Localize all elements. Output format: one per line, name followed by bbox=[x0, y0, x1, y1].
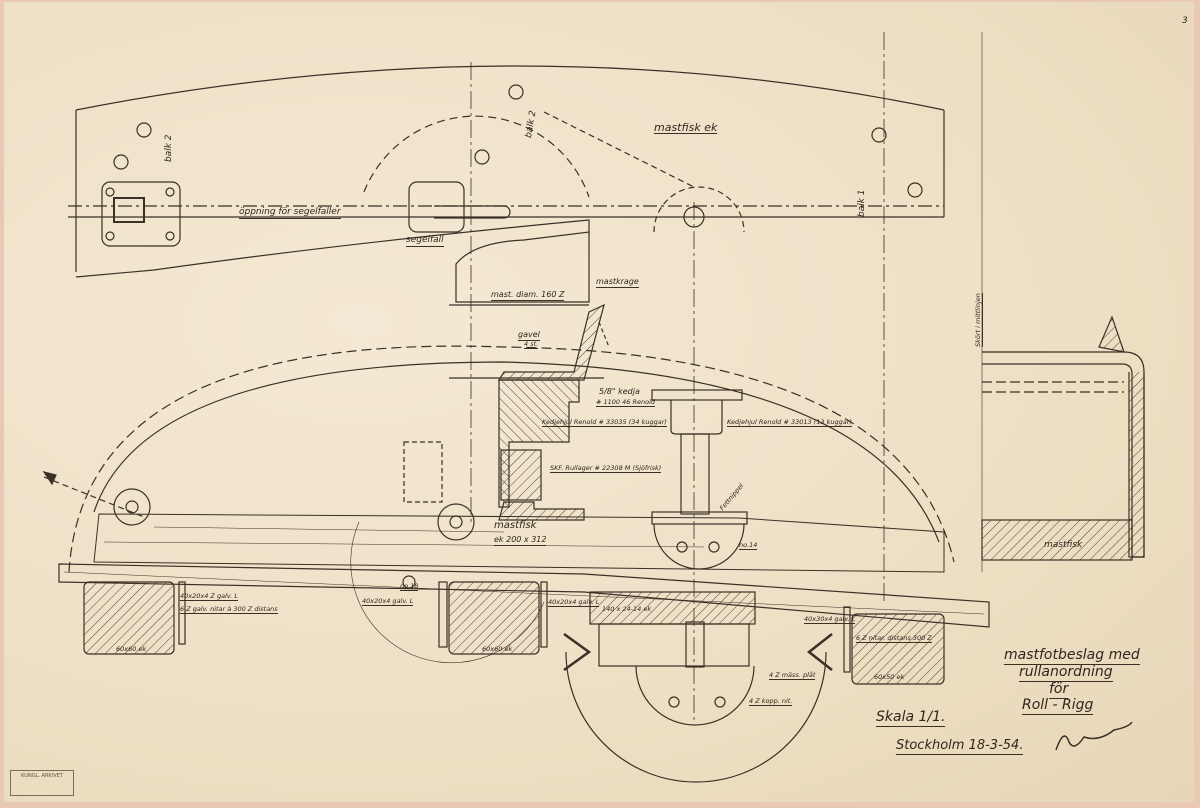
label-beam-right: 60x50 ek bbox=[874, 673, 905, 681]
archive-stamp: KUNGL. ARKIVET bbox=[10, 770, 74, 796]
label-mastfisk-side: mastfisk bbox=[1044, 540, 1083, 550]
label-plank: 140 x 24-14 ek bbox=[602, 605, 652, 613]
stamp-text: KUNGL. ARKIVET bbox=[21, 773, 63, 779]
label-gavel: gavel bbox=[518, 330, 540, 341]
label-kedjehjul-right: Kedjehjul Renold # 33013 (13 kuggar) bbox=[727, 418, 852, 427]
label-rivets-right: 6 Z nitar. distans 300 Z bbox=[856, 634, 932, 643]
label-rullager: SKF. Rullager # 22308 M (Sjöfrisk) bbox=[550, 464, 662, 473]
label-angle-mid: 40x20x4 galv. L bbox=[362, 597, 414, 606]
side-view bbox=[981, 32, 1145, 572]
label-centerline: Skört i mittlinjen bbox=[974, 293, 983, 347]
bolt-holes bbox=[105, 84, 923, 241]
mast-step-fitting bbox=[449, 303, 610, 521]
label-kedjehjul-left: Kedjehjul Renold # 33035 (34 kuggar) bbox=[542, 418, 667, 427]
beams bbox=[83, 581, 945, 783]
title-line-1: mastfotbeslag med bbox=[1004, 647, 1140, 665]
label-beam-mid: 60x60 ek bbox=[482, 645, 513, 653]
label-angle-mid2: 40x20x4 galv. L bbox=[548, 598, 600, 607]
center-lines bbox=[470, 32, 885, 722]
label-opening: öppning för segelfaller bbox=[239, 207, 341, 219]
deck-planks bbox=[58, 513, 990, 628]
label-copper-rivet: 4 Z kopp. nit. bbox=[749, 697, 793, 706]
label-mastfisk-top: mastfisk ek bbox=[654, 121, 718, 134]
label-balk1: balk 1 bbox=[857, 189, 867, 217]
label-gavel-qty: 4 st. bbox=[524, 340, 539, 349]
label-mastkrage: mastkrage bbox=[596, 277, 639, 288]
label-plate: 4 Z mäss. plåt bbox=[769, 671, 816, 680]
label-no18: no.18 bbox=[400, 582, 419, 591]
title-line-4: Roll - Rigg bbox=[1022, 697, 1094, 715]
label-mastfisk-mid: mastfisk bbox=[494, 520, 537, 531]
label-mastfisk-mid-dim: ek 200 x 312 bbox=[494, 535, 547, 546]
label-no14: no.14 bbox=[739, 541, 758, 550]
label-kedja-no: # 1100 46 Renold bbox=[596, 398, 656, 407]
label-mast-diam: mast. diam. 160 Z bbox=[491, 290, 565, 301]
title-line-2: rullanordning bbox=[1019, 664, 1113, 682]
page-number: 3 bbox=[1182, 16, 1188, 26]
scale-label: Skala 1/1. bbox=[876, 709, 946, 727]
label-rivets-left: 6 Z galv. nitar à 300 Z distans bbox=[180, 605, 278, 614]
signature bbox=[1055, 721, 1133, 751]
title-line-3: för bbox=[1049, 681, 1069, 699]
place-date: Stockholm 18-3-54. bbox=[896, 738, 1024, 755]
label-segelfall: segelfall bbox=[406, 235, 444, 247]
label-balk2-left: balk 2 bbox=[164, 134, 174, 162]
sprocket-shaft bbox=[651, 389, 748, 668]
deck-plan-view bbox=[68, 65, 945, 306]
drawing-sheet: 3 balk 2 balk 2 balk 1 mastfisk ek öppni… bbox=[4, 2, 1194, 802]
label-beam-left: 60x60 ek bbox=[116, 645, 147, 653]
label-angle-left: 40x20x4 Z galv. L bbox=[180, 592, 238, 601]
label-kedja: 5/8" kedja bbox=[599, 387, 640, 396]
label-angle-right: 40x30x4 galv. L bbox=[804, 615, 856, 624]
technical-drawing bbox=[42, 32, 1145, 783]
